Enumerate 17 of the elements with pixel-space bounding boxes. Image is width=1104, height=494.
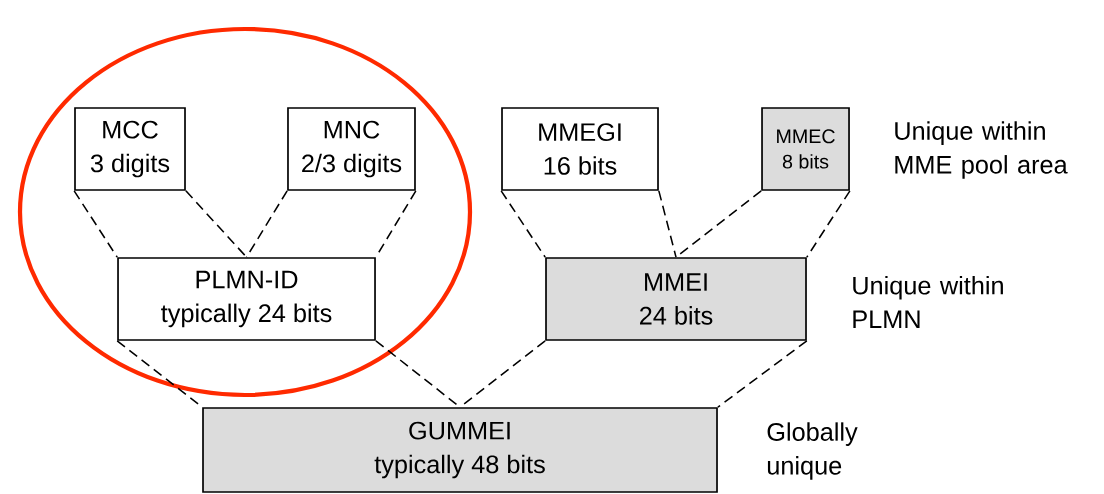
- field-box: GUMMEI typically 48 bits: [202, 407, 718, 493]
- dashed-connector: [658, 190, 677, 258]
- dashed-connector: [717, 340, 808, 408]
- side-note: Globally unique: [767, 422, 858, 480]
- side-note: Unique within MME pool area: [895, 121, 1068, 179]
- field-box: MMEC 8 bits: [761, 107, 850, 191]
- dashed-connector: [500, 190, 546, 258]
- dashed-connector: [375, 190, 417, 258]
- dashed-connector: [185, 190, 248, 258]
- field-box: MMEGI 16 bits: [501, 107, 659, 191]
- dashed-connector: [806, 190, 851, 258]
- dashed-connector: [73, 190, 118, 258]
- field-box: MNC 2/3 digits: [287, 107, 416, 191]
- field-box: MCC 3 digits: [74, 107, 186, 191]
- field-box: PLMN-ID typically 24 bits: [117, 257, 376, 341]
- side-note: Unique within PLMN: [853, 275, 1003, 329]
- field-box: MMEI 24 bits: [545, 257, 807, 341]
